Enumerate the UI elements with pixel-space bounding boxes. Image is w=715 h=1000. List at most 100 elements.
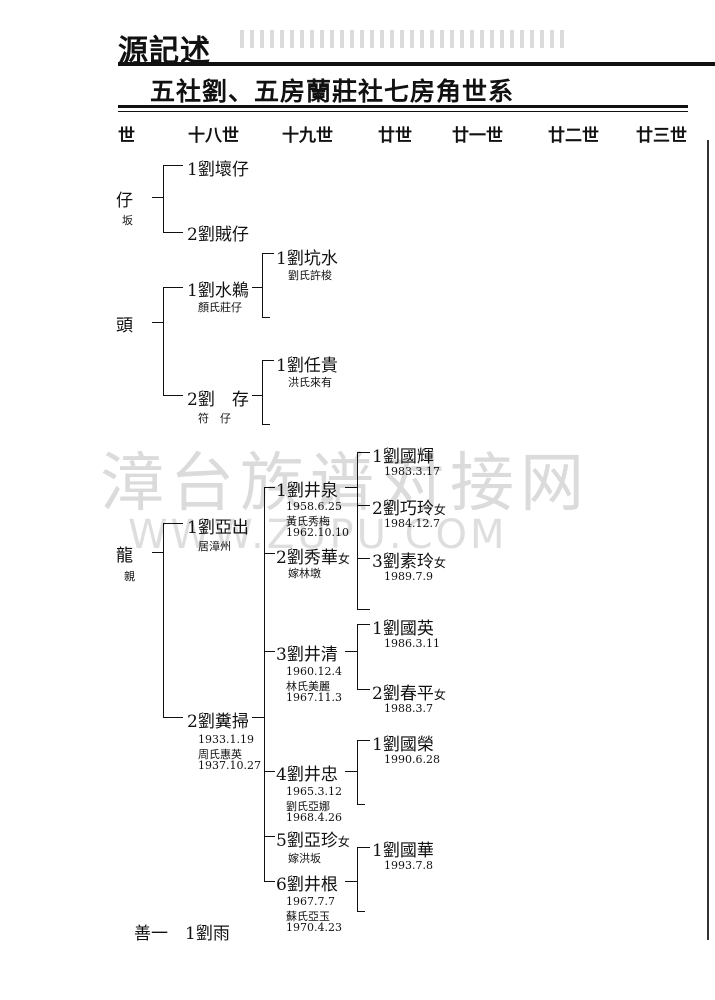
page-edge-line — [707, 140, 709, 940]
g20-person-4-birth: 1986.3.11 — [384, 637, 440, 650]
g20-person-7: 1劉國華 — [372, 841, 434, 861]
g19-person-7: 5劉亞珍女 — [276, 831, 350, 851]
connector-g19c-top — [357, 740, 370, 741]
connector-g19d-stem — [345, 881, 357, 882]
g18-person-1: 1劉壞仔 — [187, 160, 249, 180]
g20-person-6-birth: 1990.6.28 — [384, 753, 440, 766]
g18-person-6-birth: 1933.1.19 — [198, 733, 254, 746]
connector-g19a-vertical — [357, 452, 358, 610]
connector-g18c-branch-3 — [264, 651, 275, 652]
gen-18-label: 十八世 — [188, 126, 239, 146]
connector-g19a-branch-3 — [357, 558, 370, 559]
g19-person-5: 3劉井清 — [276, 645, 338, 665]
connector-g18b-stem — [252, 395, 262, 396]
page-title: 五社劉、五房蘭莊社七房角世系 — [150, 77, 515, 106]
g20-person-2: 2劉巧玲女 — [372, 499, 446, 519]
g18-person-6: 2劉糞掃 — [187, 712, 249, 732]
g19-person-5-birth: 1960.12.4 — [286, 665, 342, 678]
connector-g17a-bottom — [163, 232, 183, 233]
g17-person-2: 頭 — [116, 316, 133, 336]
connector-g17a-vertical — [163, 165, 164, 233]
connector-g18a-stem — [252, 287, 262, 288]
connector-g17c-bottom — [163, 717, 183, 718]
connector-g18b-top — [262, 360, 274, 361]
g18-footer-entry: 善一 1劉雨 — [134, 924, 230, 944]
connector-g18c-branch-4 — [264, 771, 275, 772]
g17-person-1-note: 坂 — [122, 214, 133, 227]
g20-person-1-birth: 1983.3.17 — [384, 465, 440, 478]
gen-20-label: 廿世 — [378, 126, 412, 146]
header-texture — [240, 30, 570, 48]
g19-person-6: 4劉井忠 — [276, 765, 338, 785]
g19-person-2: 1劉任貴 — [276, 356, 338, 376]
connector-g17b-top — [163, 287, 183, 288]
g19-person-5-spouse: 林氏美麗 — [286, 680, 330, 693]
connector-g19c-stem — [345, 771, 357, 772]
connector-g17a-top — [163, 165, 183, 166]
g18-person-6-spouse: 周氏惠英 — [198, 748, 242, 761]
header-underline — [118, 20, 715, 66]
connector-g17c-vertical — [163, 523, 164, 718]
watermark-url: WWW.ZUPU.COM — [128, 512, 508, 558]
g19-person-3: 1劉井泉 — [276, 481, 338, 501]
connector-g17c-top — [163, 523, 183, 524]
connector-g18c-stem — [252, 717, 264, 718]
g19-person-8-spouse: 蘇氏亞玉 — [286, 910, 330, 923]
g19-person-4: 2劉秀華女 — [276, 548, 350, 568]
g20-person-2-birth: 1984.12.7 — [384, 517, 440, 530]
g19-person-3-spouse-birth: 1962.10.10 — [286, 526, 349, 539]
connector-g18a-top — [262, 253, 274, 254]
connector-g19b-vertical — [357, 624, 358, 690]
connector-g18c-vertical — [264, 487, 265, 882]
g20-person-1: 1劉國輝 — [372, 447, 434, 467]
g19-person-6-spouse-birth: 1968.4.26 — [286, 811, 342, 824]
g18-person-2: 2劉賊仔 — [187, 225, 249, 245]
g19-person-3-spouse: 黃氏秀梅 — [286, 515, 330, 528]
connector-g19b-top — [357, 624, 370, 625]
g19-person-1: 1劉坑水 — [276, 249, 338, 269]
connector-g18a-bottom — [262, 317, 270, 318]
connector-g18c-branch-6 — [264, 881, 275, 882]
gen-17-label: 世 — [118, 126, 135, 146]
connector-g18c-branch-2 — [264, 553, 275, 554]
connector-g19d-vertical — [357, 847, 358, 912]
g18-person-4: 2劉 存 — [187, 390, 249, 410]
g17-person-3-note: 親 — [124, 570, 135, 583]
gen-21-label: 廿一世 — [452, 126, 503, 146]
gen-23-label: 廿三世 — [636, 126, 687, 146]
connector-g19a-stem — [345, 487, 357, 488]
connector-g19c-vertical — [357, 740, 358, 805]
g19-person-8: 6劉井根 — [276, 875, 338, 895]
g18-person-4-note: 符 仔 — [198, 412, 231, 425]
g20-person-3: 3劉素玲女 — [372, 552, 446, 572]
g19-person-1-note: 劉氏許梭 — [288, 269, 332, 282]
g20-person-3-birth: 1989.7.9 — [384, 570, 433, 583]
title-rule-thin — [118, 111, 688, 112]
g19-person-6-spouse: 劉氏亞娜 — [286, 800, 330, 813]
connector-g17b-vertical — [163, 287, 164, 395]
connector-g18b-vertical — [262, 360, 263, 425]
connector-g18c-branch-5 — [264, 836, 275, 837]
g19-person-4-note: 嫁林墩 — [288, 567, 321, 580]
connector-g19d-top — [357, 847, 370, 848]
gen-22-label: 廿二世 — [548, 126, 599, 146]
g17-person-3: 龍 — [116, 546, 133, 566]
connector-g19c-bottom — [357, 804, 365, 805]
connector-g19a-branch-1 — [357, 452, 370, 453]
g20-person-5: 2劉春平女 — [372, 684, 446, 704]
g19-person-3-birth: 1958.6.25 — [286, 500, 342, 513]
connector-g19a-bottom — [357, 609, 370, 610]
connector-g19b-stem — [345, 651, 357, 652]
connector-g17c-stem — [152, 552, 163, 553]
g18-person-5-note: 居漳州 — [198, 540, 231, 553]
connector-g18c-branch-1 — [264, 487, 275, 488]
g18-person-5: 1劉亞出 — [187, 518, 249, 538]
g20-person-4: 1劉國英 — [372, 619, 434, 639]
connector-g18a-vertical — [262, 253, 263, 318]
title-rule-thick — [118, 105, 688, 108]
g20-person-5-birth: 1988.3.7 — [384, 702, 433, 715]
g19-person-8-spouse-birth: 1970.4.23 — [286, 921, 342, 934]
g19-person-6-birth: 1965.3.12 — [286, 785, 342, 798]
gen-19-label: 十九世 — [282, 126, 333, 146]
connector-g17a-stem — [152, 197, 163, 198]
